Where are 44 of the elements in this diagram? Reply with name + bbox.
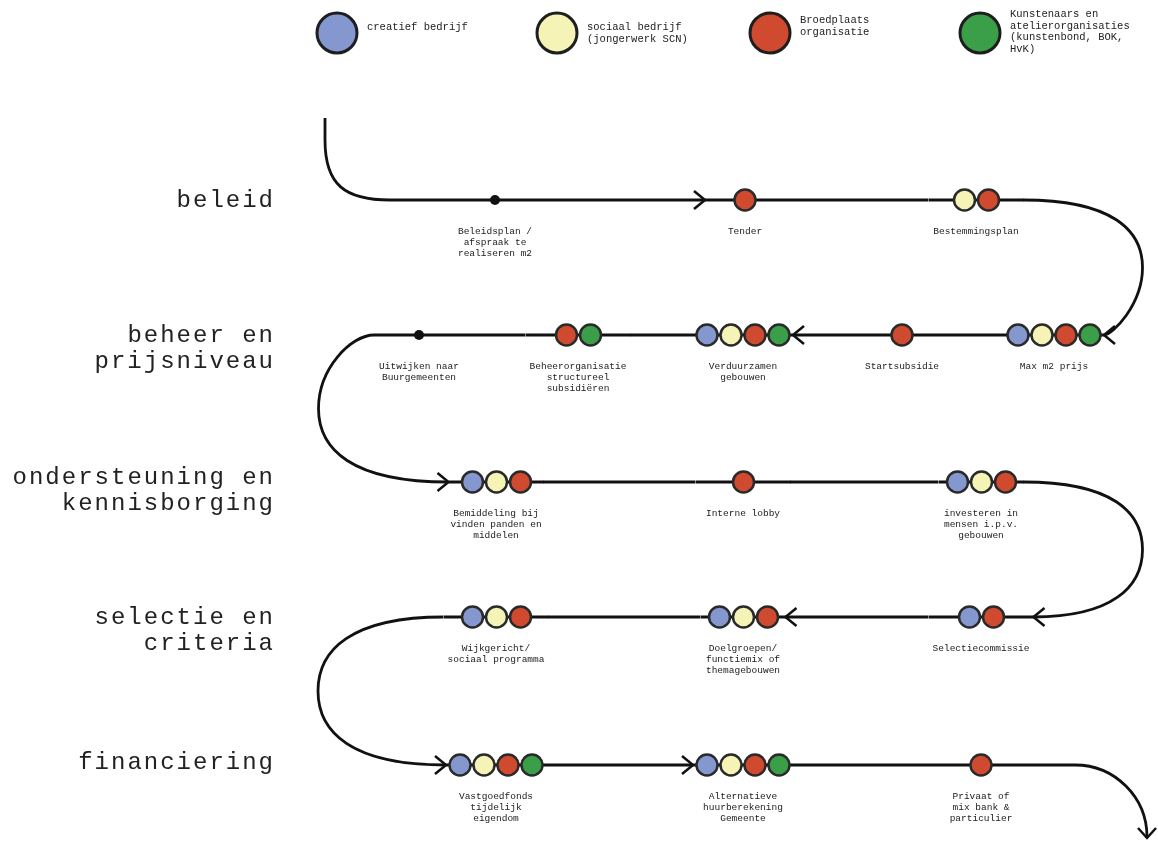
station-label: Wijkgericht/ sociaal programma: [446, 643, 546, 665]
legend-label: sociaal bedrijf (jongerwerk SCN): [587, 22, 689, 45]
arrow: [791, 324, 862, 346]
station-label: Startsubsidie: [863, 361, 941, 372]
station-label: Verduurzamen gebouwen: [707, 361, 779, 383]
stage-label: beleid: [175, 188, 275, 214]
station-label: Vastgoedfonds tijdelijk eigendom: [457, 791, 535, 824]
line: [543, 480, 696, 484]
station-label: Selectiecommissie: [931, 643, 1031, 654]
line: [793, 763, 946, 767]
stage-label: ondersteuning en kennisborging: [11, 465, 275, 517]
station-label: Beleidsplan / afspraak te realiseren m2: [456, 226, 534, 259]
arrow: [1023, 198, 1144, 343]
arrow: [316, 615, 448, 775]
legend-label: Kunstenaars en atelierorganisaties (kunstenbond, BOK, HvK): [1010, 9, 1131, 55]
legend-label: creatief bedrijf: [367, 22, 469, 34]
station-label: Max m2 prijs: [1018, 361, 1090, 372]
station-label: Bemiddeling bij vinden panden en middelen: [449, 508, 543, 541]
station-label: investeren in mensen i.p.v. gebouwen: [942, 508, 1020, 541]
station-label: Interne lobby: [704, 508, 782, 519]
station-label: Uitwijken naar Buurgemeenten: [378, 361, 460, 383]
station-label: Tender: [726, 226, 764, 237]
line: [785, 198, 929, 202]
stage-label: beheer en prijsniveau: [93, 323, 275, 375]
line: [790, 480, 939, 484]
stage-label: financiering: [77, 750, 275, 776]
arrow: [546, 754, 695, 776]
arrow: [784, 606, 929, 628]
arrow: [535, 189, 707, 211]
line: [548, 615, 701, 619]
station-label: Bestemmingsplan: [932, 226, 1020, 237]
line: [942, 333, 1004, 337]
line: [630, 333, 693, 337]
arrow: [1016, 763, 1158, 840]
arrow: [1023, 480, 1144, 627]
arrow: [317, 333, 450, 492]
station-label: Beheerorganisatie structureel subsidiëren: [528, 361, 628, 394]
station-label: Privaat of mix bank & particulier: [948, 791, 1014, 824]
line: [323, 118, 455, 202]
station-label: Doelgroepen/ functiemix of themagebouwen: [704, 643, 782, 676]
line: [464, 333, 526, 337]
legend-label: Broedplaats organisatie: [800, 15, 871, 38]
stage-label: selectie en criteria: [93, 605, 275, 657]
station-label: Alternatieve huurberekening Gemeente: [702, 791, 784, 824]
